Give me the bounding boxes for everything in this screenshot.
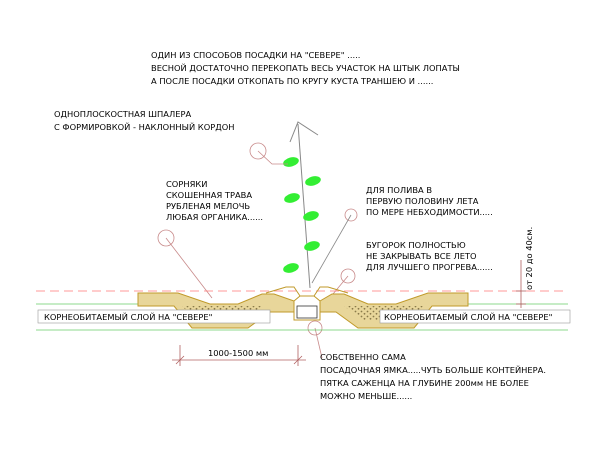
plant-stem: [297, 123, 311, 289]
mulch-note: СОРНЯКИ СКОШЕННАЯ ТРАВА РУБЛЕНАЯ МЕЛОЧЬ …: [166, 179, 263, 222]
trellis-note: ОДНОПЛОСКОСТНАЯ ШПАЛЕРА С ФОРМИРОВКОЙ - …: [54, 109, 235, 132]
trellis-note-line-2: С ФОРМИРОВКОЙ - НАКЛОННЫЙ КОРДОН: [54, 121, 235, 132]
mulch-note-line-4: ЛЮБАЯ ОРГАНИКА......: [166, 212, 263, 222]
watering-note-line-1: ДЛЯ ПОЛИВА В: [366, 185, 432, 195]
container-rootball: [296, 305, 318, 319]
leaf-3: [284, 193, 300, 203]
mulch-note-line-1: СОРНЯКИ: [166, 179, 207, 189]
root-layer-box-right: [379, 309, 571, 324]
mound-left: [265, 286, 301, 297]
callout-leader-watering: [311, 214, 352, 284]
callout-circle-mound: [340, 268, 356, 284]
mound-note-line-3: ДЛЯ ЛУЧШЕГО ПРОГРЕВА......: [366, 262, 493, 272]
pit-note-line-3: ПЯТКА САЖЕНЦА НА ГЛУБИНЕ 200мм НЕ БОЛЕЕ: [320, 378, 529, 388]
header-line-1: ОДИН ИЗ СПОСОБОВ ПОСАДКИ НА "СЕВЕРЕ" ...…: [151, 50, 360, 60]
watering-note-line-3: ПО МЕРЕ НЕБХОДИМОСТИ.....: [366, 207, 493, 217]
height-dimension: от 20 до 40см.: [516, 227, 534, 308]
pit-note-line-1: СОБСТВЕННО САМА: [320, 352, 406, 362]
leaf-6: [283, 263, 299, 273]
root-layer-box-left: [37, 309, 271, 324]
callout-circle-watering: [344, 208, 358, 222]
callout-circle-pit: [307, 320, 323, 336]
mound-note: БУГОРОК ПОЛНОСТЬЮ НЕ ЗАКРЫВАТЬ ВСЕ ЛЕТО …: [366, 240, 493, 272]
header-text: ОДИН ИЗ СПОСОБОВ ПОСАДКИ НА "СЕВЕРЕ" ...…: [151, 50, 460, 86]
pit-note: СОБСТВЕННО САМА ПОСАДОЧНАЯ ЯМКА.....ЧУТЬ…: [320, 352, 546, 401]
watering-note-line-2: ПЕРВУЮ ПОЛОВИНУ ЛЕТА: [366, 196, 479, 206]
leaf-1: [283, 157, 299, 167]
width-dim-tick-right: [293, 355, 303, 365]
watering-note: ДЛЯ ПОЛИВА В ПЕРВУЮ ПОЛОВИНУ ЛЕТА ПО МЕР…: [366, 185, 493, 217]
leaf-2: [305, 176, 321, 186]
callout-leader-trellis: [257, 150, 288, 165]
mound-note-line-2: НЕ ЗАКРЫВАТЬ ВСЕ ЛЕТО: [366, 251, 477, 261]
width-dim-label: 1000-1500 мм: [208, 348, 268, 358]
leaf-5: [304, 241, 320, 251]
mound-right: [313, 286, 349, 297]
callout-leader-pit: [314, 327, 323, 359]
root-layer-label-right: КОРНЕОБИТАЕМЫЙ СЛОЙ НА "СЕВЕРЕ": [384, 311, 553, 322]
root-layer-label-left: КОРНЕОБИТАЕМЫЙ СЛОЙ НА "СЕВЕРЕ": [44, 311, 213, 322]
callout-circle-trellis: [249, 142, 267, 160]
trellis-note-line-1: ОДНОПЛОСКОСТНАЯ ШПАЛЕРА: [54, 109, 191, 119]
root-layer-labels: КОРНЕОБИТАЕМЫЙ СЛОЙ НА "СЕВЕРЕ" КОРНЕОБИ…: [37, 309, 571, 324]
mound-note-line-1: БУГОРОК ПОЛНОСТЬЮ: [366, 240, 466, 250]
mulch-note-line-2: СКОШЕННАЯ ТРАВА: [166, 190, 252, 200]
width-dimension: 1000-1500 мм: [172, 345, 306, 366]
pit-note-line-4: МОЖНО МЕНЬШЕ......: [320, 391, 412, 401]
header-line-2: ВЕСНОЙ ДОСТАТОЧНО ПЕРЕКОПАТЬ ВЕСЬ УЧАСТО…: [151, 62, 460, 73]
pit-note-line-2: ПОСАДОЧНАЯ ЯМКА.....ЧУТЬ БОЛЬШЕ КОНТЕЙНЕ…: [320, 364, 546, 375]
mulch-note-line-3: РУБЛЕНАЯ МЕЛОЧЬ: [166, 201, 250, 211]
leaf-4: [303, 211, 319, 221]
width-dim-tick-left: [175, 355, 185, 365]
callout-circle-mulch: [157, 229, 175, 247]
height-dim-label: от 20 до 40см.: [524, 227, 534, 290]
stem-arrow-head: [289, 121, 319, 143]
plant: [283, 121, 321, 289]
callout-leader-mulch: [165, 237, 213, 299]
callout-markers: [157, 142, 358, 359]
header-line-3: А ПОСЛЕ ПОСАДКИ ОТКОПАТЬ ПО КРУГУ КУСТА …: [151, 76, 433, 86]
